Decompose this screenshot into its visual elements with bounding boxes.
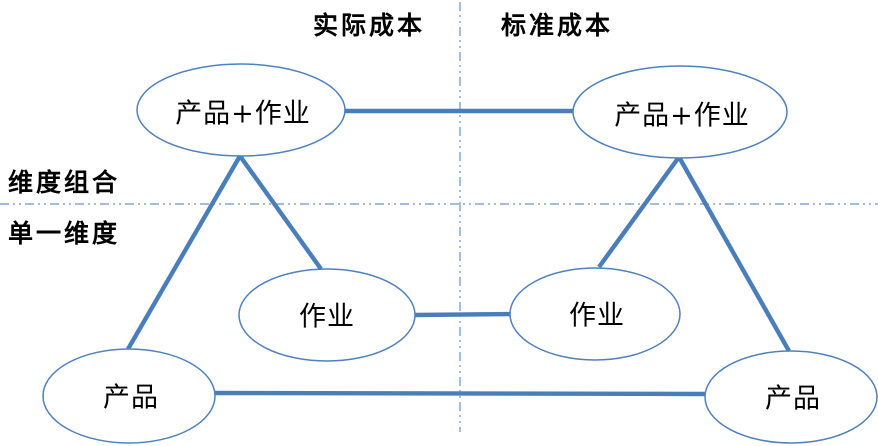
- node-standard-activity-ellipse: [509, 267, 681, 361]
- node-actual-product-ellipse: [42, 348, 216, 444]
- edge-actual-combined-to-activity: [238, 154, 323, 271]
- node-label-actual-product-activity: 产品+作业: [175, 98, 311, 130]
- edge-standard-combined-to-activity: [597, 155, 681, 269]
- edge-actual-combined-to-product: [126, 154, 242, 351]
- edge-standard-combined-to-product: [677, 155, 791, 353]
- edge-bottom-product-connector: [213, 390, 707, 397]
- node-standard-product-activity-ellipse: [572, 65, 788, 159]
- node-standard-product-ellipse: [704, 350, 878, 444]
- column-header-actual-cost: 实际成本: [313, 11, 426, 40]
- node-label-standard-product-activity: 产品+作业: [614, 100, 750, 132]
- node-label-standard-activity: 作业: [569, 300, 625, 332]
- row-label-single-dimension: 单一维度: [8, 219, 121, 248]
- row-label-dimension-combined: 维度组合: [8, 168, 121, 197]
- node-label-actual-activity: 作业: [299, 301, 355, 333]
- column-header-standard-cost: 标准成本: [501, 11, 614, 40]
- node-actual-product-activity-ellipse: [136, 63, 346, 157]
- node-label-standard-product: 产品: [765, 383, 821, 415]
- edge-mid-activity-connector: [413, 311, 512, 318]
- node-label-actual-product: 产品: [103, 382, 159, 414]
- node-actual-activity-ellipse: [238, 268, 416, 362]
